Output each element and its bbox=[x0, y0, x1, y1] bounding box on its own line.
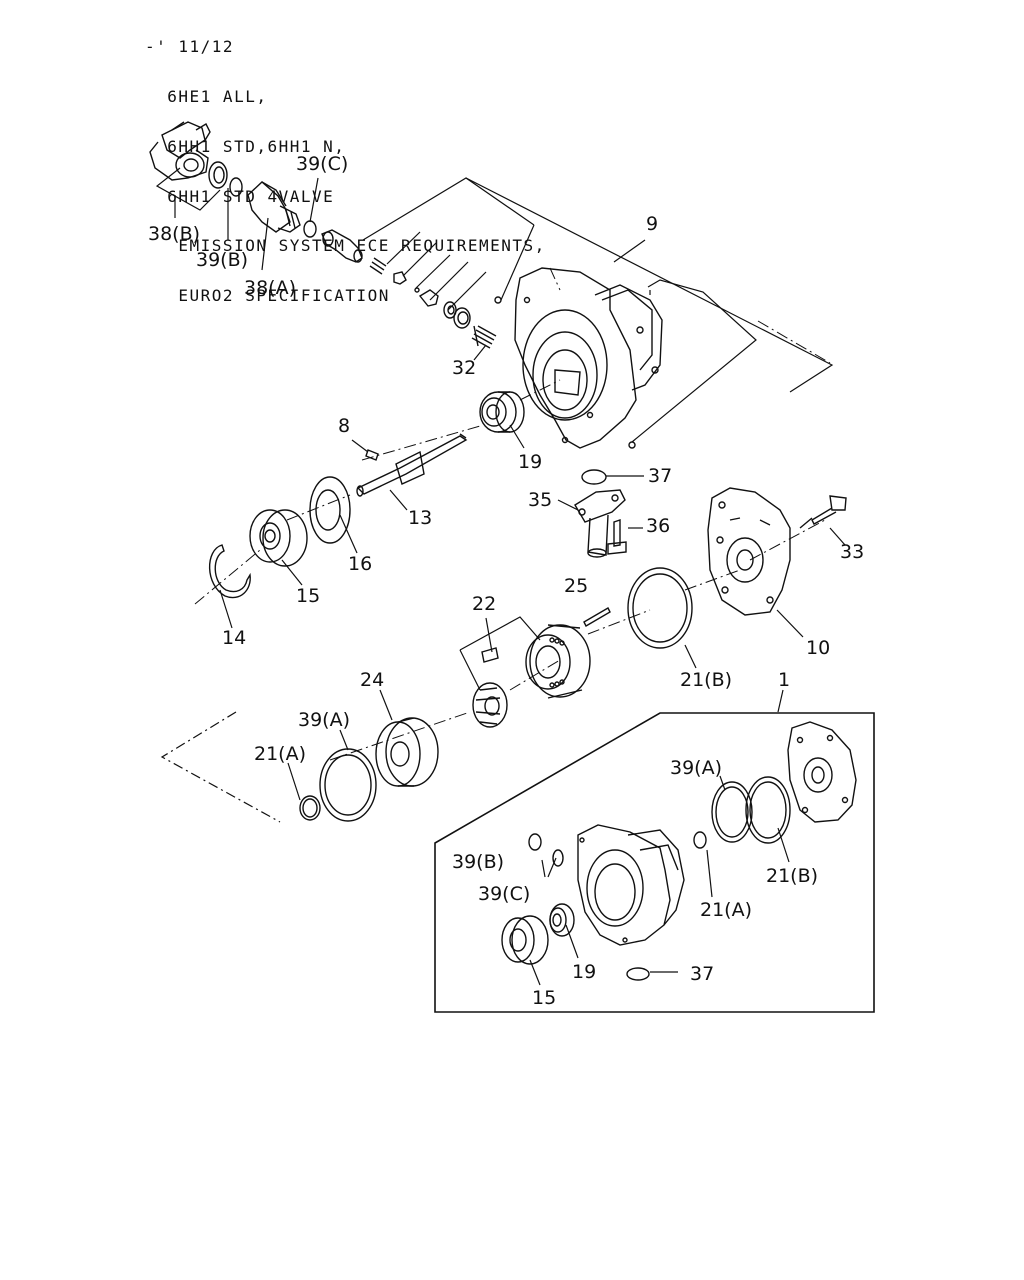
callout-21a: 21(A) bbox=[254, 743, 306, 765]
callout-37: 37 bbox=[648, 465, 672, 487]
kit-callout-37: 37 bbox=[690, 963, 714, 985]
kit-callout-39b: 39(B) bbox=[452, 851, 504, 873]
callout-14: 14 bbox=[222, 627, 246, 649]
part-13-shaft bbox=[356, 433, 468, 497]
part-39c-o-ring bbox=[303, 220, 317, 238]
part-39a-o-ring bbox=[319, 748, 377, 822]
callout-labels: 38(B) 39(B) 38(A) 39(C) 9 32 8 19 37 35 … bbox=[148, 153, 864, 1009]
callout-8: 8 bbox=[338, 415, 350, 437]
callout-39a: 39(A) bbox=[298, 709, 350, 731]
kit-callout-39a: 39(A) bbox=[670, 757, 722, 779]
callout-35: 35 bbox=[528, 489, 552, 511]
part-9-pump-housing bbox=[494, 267, 663, 449]
callout-21b: 21(B) bbox=[680, 669, 732, 691]
part-25-pin bbox=[583, 607, 611, 627]
part-38b-elbow-fitting bbox=[149, 121, 211, 181]
kit-pump-housing bbox=[577, 824, 685, 946]
kit-frame bbox=[434, 712, 875, 1013]
leader-lines bbox=[155, 167, 846, 986]
kit-cover bbox=[787, 721, 857, 823]
kit-39b-o-ring bbox=[528, 833, 542, 851]
kit-15-bearing bbox=[501, 915, 549, 965]
callout-38a: 38(A) bbox=[244, 277, 296, 299]
callout-39c: 39(C) bbox=[296, 153, 348, 175]
part-24-side-plate bbox=[375, 717, 439, 787]
callout-25: 25 bbox=[564, 575, 588, 597]
callout-38b: 38(B) bbox=[148, 223, 200, 245]
part-36-bolt bbox=[607, 519, 627, 555]
part-21b-o-ring bbox=[627, 567, 693, 649]
kit-callout-39c: 39(C) bbox=[478, 883, 530, 905]
kit-callout-15: 15 bbox=[532, 987, 556, 1009]
part-8-key bbox=[365, 449, 379, 461]
callout-33: 33 bbox=[840, 541, 864, 563]
part-10-cover bbox=[707, 487, 791, 616]
callout-36: 36 bbox=[646, 515, 670, 537]
part-15-bearing bbox=[249, 509, 308, 567]
kit-19-bearing bbox=[549, 903, 575, 937]
callout-22: 22 bbox=[472, 593, 496, 615]
part-39b-washers bbox=[208, 161, 243, 197]
callout-1: 1 bbox=[778, 669, 790, 691]
header-line: EMISSION SYSTEM ECE REQUIREMENTS, bbox=[145, 236, 546, 256]
part-33-bolt bbox=[799, 495, 847, 529]
callout-9: 9 bbox=[646, 213, 658, 235]
part-22-cam-ring bbox=[481, 624, 591, 699]
kit-callout-19: 19 bbox=[572, 961, 596, 983]
callout-24: 24 bbox=[360, 669, 384, 691]
part-37-o-ring bbox=[581, 469, 607, 485]
part-21a-o-ring bbox=[299, 795, 321, 821]
callout-39b: 39(B) bbox=[196, 249, 248, 271]
kit-callout-21b: 21(B) bbox=[766, 865, 818, 887]
part-32-spring bbox=[471, 325, 497, 349]
header-line: EURO2 SPECIFICATION bbox=[145, 286, 390, 306]
callout-19: 19 bbox=[518, 451, 542, 473]
callout-32: 32 bbox=[452, 357, 476, 379]
header-line: 6HH1 STD,6HH1 N, bbox=[145, 136, 346, 156]
part-19-bearing bbox=[479, 391, 525, 433]
part-38a-union-fitting bbox=[247, 181, 301, 233]
kit-21a-o-ring bbox=[693, 831, 707, 849]
kit-callout-21a: 21(A) bbox=[700, 899, 752, 921]
header-line: 6HE1 ALL, bbox=[145, 86, 268, 106]
callout-13: 13 bbox=[408, 507, 432, 529]
part-rotor bbox=[472, 682, 508, 728]
callout-15: 15 bbox=[296, 585, 320, 607]
part-14-snap-ring bbox=[208, 544, 251, 599]
part-valve-assembly bbox=[321, 229, 471, 329]
header-line: -' 11/12 bbox=[145, 37, 235, 57]
part-16-thrust-washer bbox=[309, 476, 351, 544]
part-35-pipe bbox=[574, 489, 626, 558]
kit-39c-o-ring bbox=[552, 849, 564, 867]
kit-37-o-ring bbox=[626, 967, 650, 981]
callout-10: 10 bbox=[806, 637, 830, 659]
centre-axes bbox=[194, 267, 831, 761]
kit-39a-o-ring bbox=[711, 781, 753, 843]
kit-21b-o-ring bbox=[745, 776, 791, 844]
callout-16: 16 bbox=[348, 553, 372, 575]
